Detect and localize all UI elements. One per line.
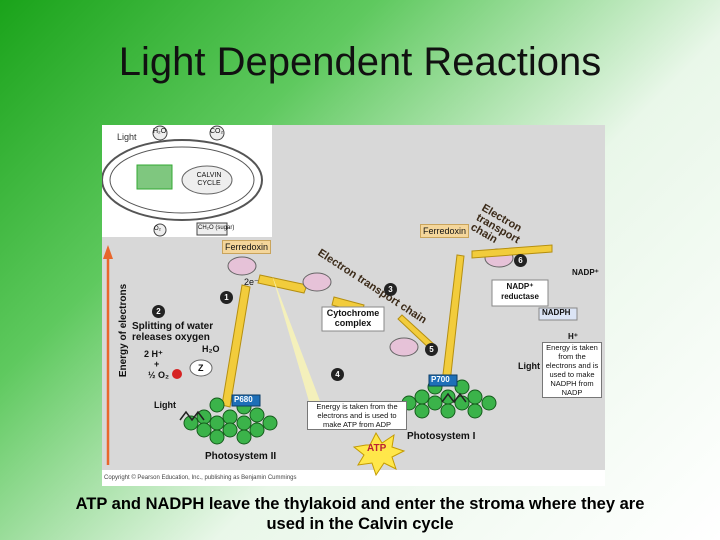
atp-callout: Energy is taken from the electrons and i…: [307, 401, 407, 430]
diagram-graphics: [102, 125, 605, 486]
z-protein: [189, 359, 213, 377]
oxygen-dot: [172, 369, 182, 379]
step-3-marker: 3: [384, 283, 397, 296]
photosystem-ii-cluster: [183, 394, 278, 445]
light-squiggle-right: [441, 392, 467, 404]
ferredoxin-left-label: Ferredoxin: [222, 240, 272, 254]
slide-title: Light Dependent Reactions: [118, 40, 602, 84]
inset-light-label: Light: [117, 132, 137, 142]
step-2-marker: 2: [152, 305, 165, 318]
reductase-box: [491, 279, 549, 307]
nadp-reductase-label: NADP⁺ reductase: [501, 282, 539, 301]
water-label: H₂O: [202, 344, 220, 354]
ferredoxin-right-label: Ferredoxin: [420, 224, 470, 238]
plus-label: +: [154, 359, 160, 369]
light-left-label: Light: [154, 400, 176, 410]
inset-calvin-label: CALVIN CYCLE: [196, 172, 222, 187]
inset-o2-label: O₂: [154, 226, 161, 232]
half-o2-label: ½ O₂: [148, 370, 170, 380]
arrow-p680-up: [221, 284, 251, 408]
nadph-callout: Energy is taken from the electrons and i…: [542, 342, 602, 398]
electrons-label: 2e⁻: [244, 277, 259, 287]
step-1-marker: 1: [220, 291, 233, 304]
cytochrome-box: [321, 306, 385, 332]
chloroplast-inset: [102, 125, 272, 237]
two-h-label: 2 H⁺: [144, 349, 163, 359]
step-4-marker: 4: [331, 368, 344, 381]
inset-sugar-label: CH₂O (sugar): [198, 225, 235, 231]
energy-axis-label: Energy of electrons: [118, 283, 130, 378]
photosystem-i-cluster: [401, 374, 497, 419]
water-splitting-label: Splitting of water releases oxygen: [132, 321, 214, 343]
photosystem-i-label: Photosystem I: [407, 431, 476, 442]
nadph-label: NADPH: [542, 308, 571, 317]
light-beam: [272, 275, 328, 422]
h-plus-label: H⁺: [568, 332, 578, 341]
step-6-marker: 6: [514, 254, 527, 267]
p700-label: P700: [431, 375, 450, 384]
photosystem-ii-label: Photosystem II: [205, 451, 277, 462]
z-label: Z: [198, 363, 204, 373]
p680-label: P680: [234, 395, 253, 404]
slide-caption: ATP and NADPH leave the thylakoid and en…: [75, 495, 645, 533]
light-squiggle-left: [179, 410, 205, 422]
light-right-label: Light: [518, 361, 540, 371]
step-5-marker: 5: [425, 343, 438, 356]
atp-label: ATP: [367, 443, 387, 454]
ferredoxin-left-protein: [227, 256, 257, 276]
photosynthesis-diagram: Light H₂O CO₂ CALVIN CYCLE O₂ CH₂O (suga…: [102, 125, 605, 486]
cytochrome-label: Cytochrome complex: [326, 308, 380, 328]
nadp-plus-label: NADP⁺: [572, 268, 599, 277]
copyright-label: Copyright © Pearson Education, Inc., pub…: [104, 475, 297, 481]
inset-h2o-label: H₂O: [153, 128, 167, 135]
inset-co2-label: CO₂: [210, 128, 224, 135]
atp-starburst: [352, 431, 406, 477]
